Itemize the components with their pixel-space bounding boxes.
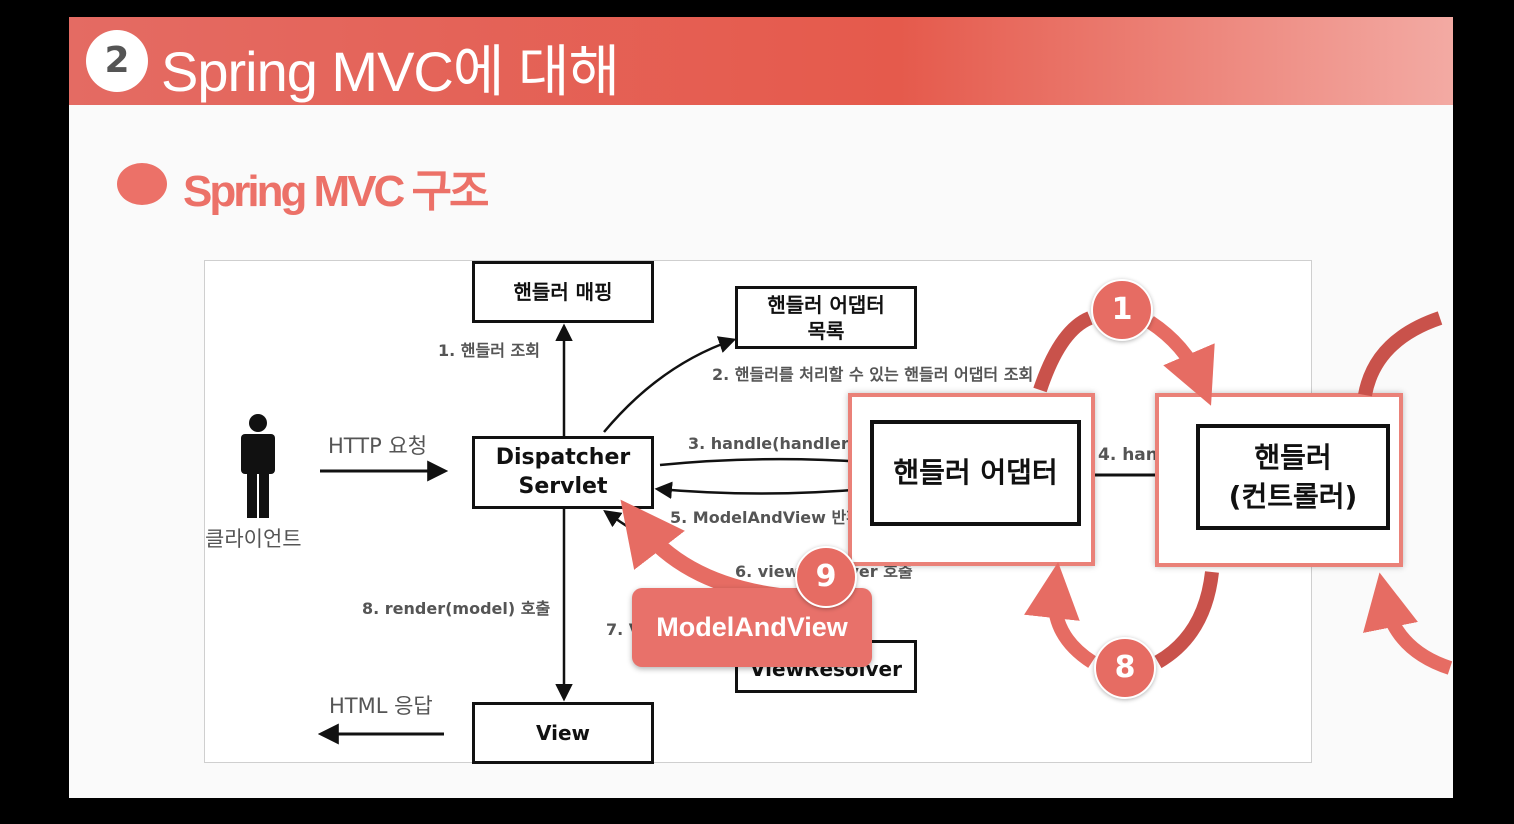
handler-adapter-zoom-box: 핸들러 어댑터 — [870, 420, 1081, 526]
step-2-label: 2. 핸들러를 처리할 수 있는 핸들러 어댑터 조회 — [712, 365, 1034, 384]
bullet-dot-icon — [117, 163, 167, 205]
http-request-label: HTTP 요청 — [328, 434, 428, 458]
view-label: View — [535, 721, 591, 745]
html-response-label: HTML 응답 — [329, 694, 433, 718]
dispatcher-label-2: Servlet — [518, 473, 608, 499]
handler-zoom-label: 핸들러 — [1254, 440, 1332, 474]
step-5-label: 5. ModelAndView 반환 — [670, 508, 861, 527]
slide-header: 2 Spring MVC에 대해 — [69, 17, 1453, 105]
view-box: View — [472, 702, 654, 764]
section-number-badge: 2 — [86, 30, 148, 92]
step-badge-8: 8 — [1094, 637, 1156, 699]
handler-controller-zoom-box: 핸들러 (컨트롤러) — [1196, 424, 1390, 530]
step-8-label: 8. render(model) 호출 — [362, 599, 551, 618]
step-badge-1: 1 — [1091, 279, 1153, 341]
adapter-list-label-2: 목록 — [807, 318, 845, 343]
slide-title: Spring MVC에 대해 — [161, 40, 620, 103]
controller-zoom-label: (컨트롤러) — [1228, 480, 1358, 513]
dispatcher-servlet-box: Dispatcher Servlet — [472, 436, 654, 509]
handler-mapping-box: 핸들러 매핑 — [472, 261, 654, 323]
section-subtitle: Spring MVC 구조 — [183, 167, 490, 216]
handler-adapter-zoom-label: 핸들러 어댑터 — [893, 456, 1058, 490]
step-1-label: 1. 핸들러 조회 — [438, 341, 540, 360]
step-3-label: 3. handle(handler) — [688, 434, 857, 453]
handler-mapping-label: 핸들러 매핑 — [513, 280, 613, 304]
adapter-list-label-1: 핸들러 어댑터 — [767, 292, 885, 317]
client-label: 클라이언트 — [205, 527, 302, 551]
dispatcher-label-1: Dispatcher — [495, 444, 631, 470]
handler-adapter-list-box: 핸들러 어댑터 목록 — [735, 286, 917, 349]
step-badge-9: 9 — [795, 546, 857, 608]
client-person-icon — [241, 414, 275, 518]
